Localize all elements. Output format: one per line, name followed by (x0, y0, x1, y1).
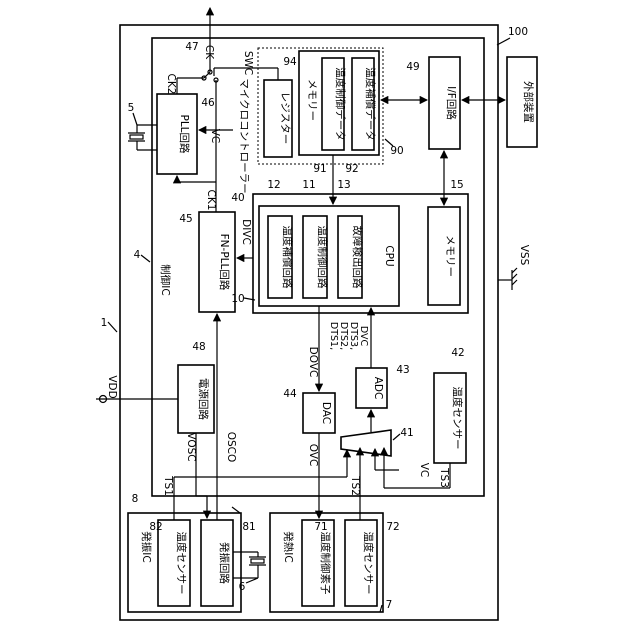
ref-10: 10 (231, 293, 244, 305)
signal-ovc: OVC (307, 444, 319, 467)
fn-pll-label: FN-PLL回路 (218, 234, 231, 291)
register-label: レジスター (279, 92, 291, 145)
ref-82: 82 (149, 521, 162, 533)
ref-42: 42 (451, 347, 464, 359)
osc-ic-label: 発振IC (140, 531, 153, 562)
microcontroller-label: マイクロコントローラー (238, 78, 250, 193)
signal-vdd: VDD (106, 375, 118, 398)
ref-90: 90 (390, 145, 403, 157)
ref-92: 92 (345, 163, 358, 175)
signal-osco: OSCO (225, 432, 237, 463)
cpu-label: CPU (383, 245, 395, 266)
heat-temp-sensor-label: 温度センサー (362, 532, 375, 595)
ref-6: 6 (239, 581, 246, 593)
ref-48: 48 (192, 341, 205, 353)
signal-vc-pll: VC (209, 129, 221, 144)
signal-swc: SWC (242, 51, 254, 75)
signal-dts2: DTS2, (338, 322, 349, 350)
ref-71: 71 (314, 521, 327, 533)
ref-12: 12 (267, 179, 280, 191)
ref-8: 8 (132, 493, 139, 505)
signal-ck1: CK1 (205, 190, 217, 211)
ref-45: 45 (179, 213, 192, 225)
dac-label: DAC (320, 402, 332, 424)
temp-control-data-label: 温度制御データ (334, 67, 347, 141)
pll-label: PLL回路 (178, 114, 191, 154)
if-circuit-label: I/F回路 (445, 86, 458, 120)
ref-46: 46 (201, 97, 215, 109)
ref-1: 1 (101, 317, 108, 329)
signal-dts3: DTS3, (348, 322, 359, 350)
ref-43: 43 (396, 364, 409, 376)
ref-100: 100 (508, 26, 528, 38)
signal-divc: DIVC (240, 219, 252, 245)
external-device-label: 外部装置 (522, 81, 535, 123)
ref-49: 49 (406, 61, 419, 73)
heat-element-label: 温度制御素子 (319, 532, 332, 595)
ref-44: 44 (283, 388, 297, 400)
temp-control-circuit-label: 温度制御回路 (316, 226, 329, 289)
signal-vc-mux: VC (418, 463, 430, 478)
signal-ck: CK (203, 45, 215, 60)
signal-ts2: TS2 (349, 475, 361, 496)
osc-temp-sensor-label: 温度センサー (175, 532, 188, 595)
signal-dts1: DTS1, (328, 322, 339, 350)
memory-a-label: メモリー (306, 79, 318, 121)
ref-11: 11 (302, 179, 315, 191)
control-ic-label: 制御IC (159, 264, 172, 295)
ref-4: 4 (134, 249, 141, 261)
ref-91: 91 (313, 163, 326, 175)
temp-sensor-42-label: 温度センサー (451, 387, 464, 450)
fault-detect-label: 故障検出回路 (351, 226, 364, 289)
heat-ic-label: 発熱IC (282, 531, 295, 562)
signal-vss: VSS (518, 245, 530, 266)
signal-dovc: DOVC (307, 347, 319, 378)
ref-5: 5 (128, 102, 135, 114)
ref-94: 94 (283, 56, 297, 68)
signal-ts1: TS1 (162, 475, 174, 496)
ref-15: 15 (450, 179, 463, 191)
ref-40: 40 (231, 192, 244, 204)
signal-dvc: DVC (358, 326, 369, 347)
temp-comp-data-label: 温度補償データ (364, 67, 377, 141)
ref-72: 72 (386, 521, 399, 533)
ref-41: 41 (400, 427, 413, 439)
signal-ts3: TS3 (438, 467, 450, 488)
ref-81: 81 (242, 521, 255, 533)
ref-7: 7 (386, 599, 393, 611)
ref-13: 13 (337, 179, 350, 191)
signal-ck2: CK2 (165, 74, 177, 95)
adc-label: ADC (372, 377, 384, 400)
signal-vosc: VOSC (185, 432, 197, 461)
power-label: 電源回路 (197, 378, 210, 420)
temp-comp-circuit-label: 温度補償回路 (281, 226, 294, 289)
osc-circuit-label: 発振回路 (218, 542, 231, 584)
memory-b-label: メモリー (444, 235, 456, 277)
ref-47: 47 (185, 41, 198, 53)
pll-block (157, 94, 197, 174)
